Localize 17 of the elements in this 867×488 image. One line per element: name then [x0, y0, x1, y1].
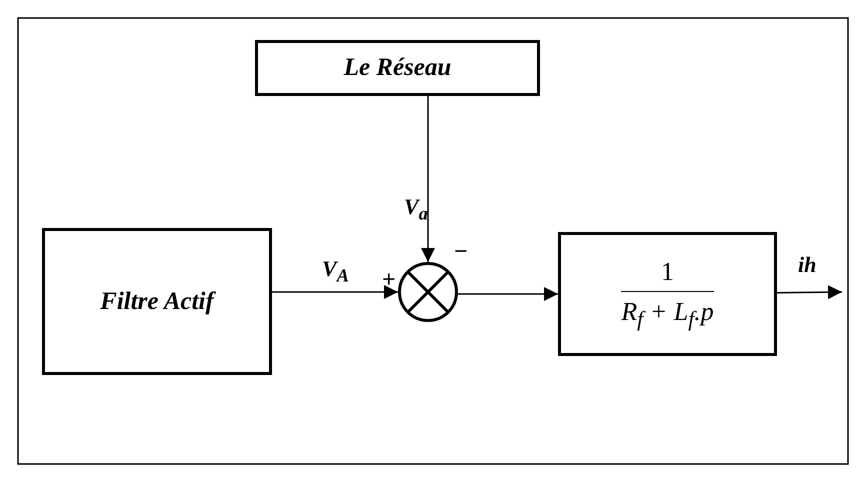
- block-label: Le Réseau: [344, 53, 452, 84]
- arrow: [458, 287, 558, 301]
- summing-junction: [398, 262, 458, 322]
- arrow: [272, 285, 398, 299]
- signal-label: V$_{a}$: [404, 196, 428, 223]
- block-label: Filtre Actif: [100, 286, 214, 317]
- arrow: [421, 96, 435, 262]
- block-box: [255, 40, 540, 96]
- denominator: R$_{f}$ + L$_{f}$.p: [621, 296, 714, 332]
- block-box: [42, 228, 272, 375]
- signal-label: ih: [798, 254, 816, 276]
- sign-label: −: [454, 240, 468, 264]
- arrow: [777, 285, 842, 300]
- transfer-function-box: [558, 232, 777, 356]
- numerator: 1: [621, 256, 714, 292]
- sign-label: +: [382, 268, 396, 292]
- signal-label: V$_{A}$: [322, 258, 349, 285]
